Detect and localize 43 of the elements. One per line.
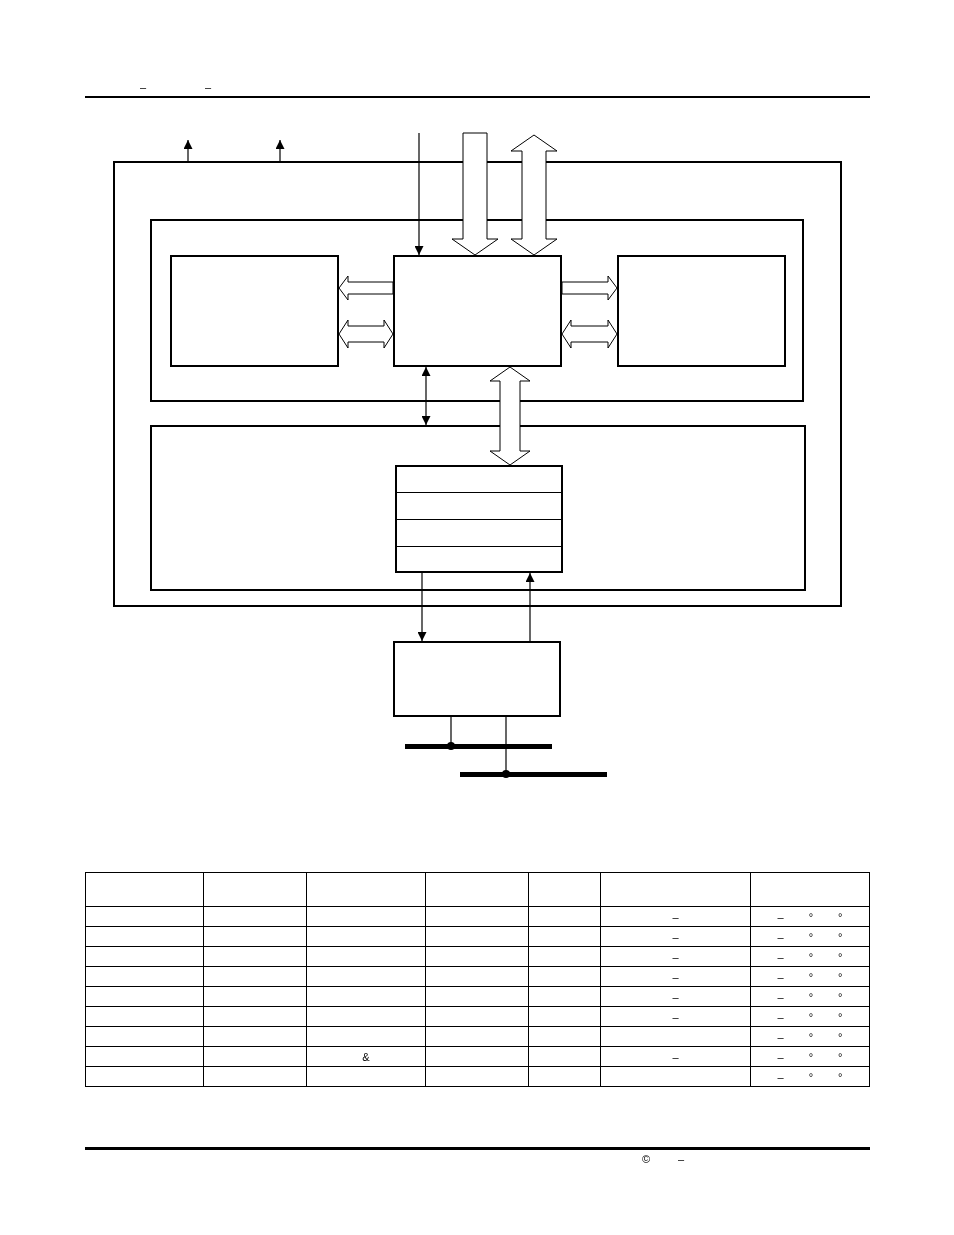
arrow (417, 572, 427, 642)
bus-arrow (561, 275, 618, 301)
core-block-box (393, 255, 562, 367)
cell-text: – (672, 970, 679, 983)
block-box (617, 255, 786, 367)
cell-text: – ° ° (777, 1050, 843, 1063)
bus-arrow (510, 134, 558, 256)
cell-text: – (672, 950, 679, 963)
cell-text: – ° ° (777, 970, 843, 983)
arrow (183, 139, 193, 162)
connector-line (502, 716, 510, 778)
chip-outline-box (113, 161, 842, 607)
cell-text: – ° ° (777, 910, 843, 923)
block-box (170, 255, 339, 367)
bus-arrow (338, 319, 394, 349)
arrow (525, 572, 535, 642)
cell-text: – ° ° (777, 1070, 843, 1083)
arrow (421, 366, 431, 426)
transceiver-box (393, 641, 561, 717)
arrow (275, 139, 285, 162)
page-mark: © (642, 1152, 651, 1166)
page-mark: – (205, 80, 212, 94)
cell-text: – ° ° (777, 930, 843, 943)
cell-text: – (672, 930, 679, 943)
cell-text: – (672, 1010, 679, 1023)
bus-arrow (489, 366, 531, 466)
register-stack-box (395, 465, 563, 573)
cell-text: – ° ° (777, 950, 843, 963)
connector-line (447, 716, 455, 750)
cell-text: – ° ° (777, 1030, 843, 1043)
page-mark: – (678, 1152, 685, 1166)
subsystem-panel (150, 219, 804, 402)
cell-text: – (672, 910, 679, 923)
cell-text: – ° ° (777, 1010, 843, 1023)
arrow (414, 132, 424, 256)
cell-text: & (362, 1050, 370, 1063)
bus-arrow (561, 319, 618, 349)
cell-text: – ° ° (777, 990, 843, 1003)
page-mark: – (140, 80, 147, 94)
bus-arrow (451, 132, 499, 256)
cell-text: – (672, 990, 679, 1003)
cell-text: – (672, 1050, 679, 1063)
bus-arrow (338, 275, 394, 301)
